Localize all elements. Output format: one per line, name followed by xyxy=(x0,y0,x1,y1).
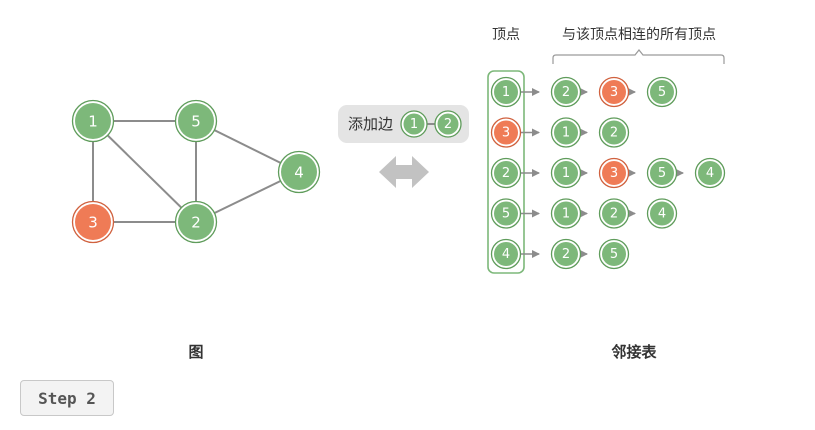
graph-nodes: 1 5 4 3 2 xyxy=(71,99,321,244)
neighbors-bracket xyxy=(552,49,725,64)
double-arrow-shape xyxy=(379,156,429,188)
adjacency-row-2: 2 1 3 5 4 xyxy=(490,157,726,189)
adjacency-neighbor-1-2: 2 xyxy=(550,76,582,108)
adjacency-list: 顶点 与该顶点相连的所有顶点 1 2 3 5 3 1 2 2 1 3 5 4 5 1 2 4 4 2 5 xyxy=(487,27,726,274)
adjacency-caption: 邻接表 xyxy=(611,343,657,361)
vertex-column-frame xyxy=(487,70,525,274)
adjacency-neighbor-5-4: 4 xyxy=(646,198,678,229)
node-label: 1 xyxy=(502,85,510,100)
node-label: 5 xyxy=(502,207,510,222)
node-label: 2 xyxy=(444,117,452,132)
node-label: 4 xyxy=(502,247,510,262)
node-label: 5 xyxy=(658,166,666,181)
adjacency-vertex-1: 1 xyxy=(490,76,522,108)
step-button[interactable]: Step 2 xyxy=(20,380,114,416)
node-label: 3 xyxy=(88,214,98,232)
adjacency-row-5: 5 1 2 4 xyxy=(490,198,678,229)
adjacency-vertex-3: 3 xyxy=(490,117,522,148)
node-label: 4 xyxy=(294,164,304,182)
header-neighbors: 与该顶点相连的所有顶点 xyxy=(562,27,716,43)
graph-node-2: 2 xyxy=(174,200,218,244)
header-vertex: 顶点 xyxy=(492,27,520,43)
adjacency-neighbor-2-4: 4 xyxy=(694,157,726,189)
adjacency-row-4: 4 2 5 xyxy=(490,238,630,270)
node-label: 2 xyxy=(562,247,570,262)
operation-node-to: 2 xyxy=(434,110,462,138)
adjacency-vertex-4: 4 xyxy=(490,238,522,270)
node-label: 5 xyxy=(191,113,201,131)
adjacency-neighbor-3-1: 1 xyxy=(550,117,582,148)
double-arrow-icon xyxy=(379,156,429,188)
adjacency-row-3: 3 1 2 xyxy=(490,117,630,148)
adjacency-neighbor-1-5: 5 xyxy=(646,76,678,108)
node-label: 5 xyxy=(658,85,666,100)
adjacency-neighbor-1-3: 3 xyxy=(598,76,630,108)
adjacency-neighbor-5-2: 2 xyxy=(598,198,630,229)
adjacency-neighbor-4-2: 2 xyxy=(550,238,582,270)
graph-node-5: 5 xyxy=(174,99,218,143)
adjacency-vertex-5: 5 xyxy=(490,198,522,229)
adjacency-neighbor-5-1: 1 xyxy=(550,198,582,229)
node-label: 1 xyxy=(88,113,98,131)
node-label: 1 xyxy=(562,126,570,141)
adjacency-neighbor-3-2: 2 xyxy=(598,117,630,148)
node-label: 2 xyxy=(610,126,618,141)
graph-node-3: 3 xyxy=(71,200,115,244)
adjacency-neighbor-2-3: 3 xyxy=(598,157,630,189)
graph-edge-1-2 xyxy=(92,120,197,223)
adjacency-neighbor-2-1: 1 xyxy=(550,157,582,189)
node-label: 2 xyxy=(562,85,570,100)
node-label: 1 xyxy=(562,166,570,181)
graph-node-1: 1 xyxy=(71,99,115,143)
adjacency-neighbor-4-5: 5 xyxy=(598,238,630,270)
node-label: 3 xyxy=(610,166,618,181)
adjacency-vertex-2: 2 xyxy=(490,157,522,189)
node-label: 4 xyxy=(658,207,666,222)
add-edge-operation: 添加边 1 2 xyxy=(338,105,469,143)
adjacency-neighbor-2-5: 5 xyxy=(646,157,678,189)
node-label: 3 xyxy=(610,85,618,100)
node-label: 4 xyxy=(706,166,714,181)
node-label: 1 xyxy=(410,117,418,132)
node-label: 2 xyxy=(502,166,510,181)
node-label: 2 xyxy=(610,207,618,222)
node-label: 2 xyxy=(191,214,201,232)
operation-node-from: 1 xyxy=(400,110,428,138)
node-label: 1 xyxy=(562,207,570,222)
graph-node-4: 4 xyxy=(277,150,321,194)
node-label: 5 xyxy=(610,247,618,262)
operation-label: 添加边 xyxy=(348,115,393,133)
graph-caption: 图 xyxy=(188,343,204,361)
adjacency-row-1: 1 2 3 5 xyxy=(490,76,678,108)
node-label: 3 xyxy=(502,126,510,141)
